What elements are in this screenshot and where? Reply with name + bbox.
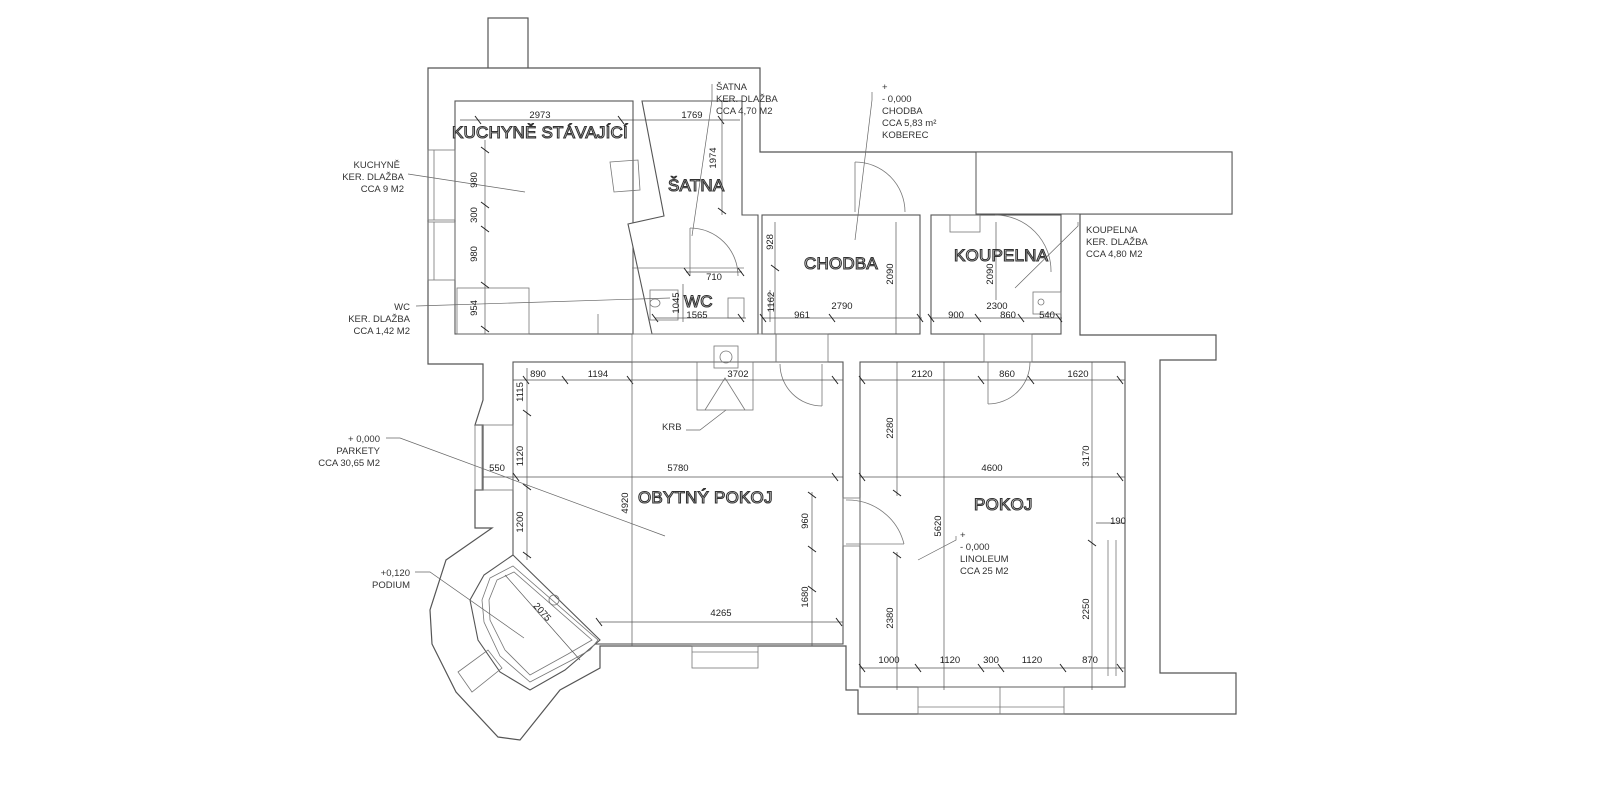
svg-text:KER. DLAŽBA: KER. DLAŽBA <box>1086 237 1148 248</box>
dim-wc-v: 1045 <box>671 292 682 313</box>
svg-text:CCA 9 M2: CCA 9 M2 <box>361 184 404 195</box>
svg-text:PODIUM: PODIUM <box>372 580 410 591</box>
dim-bed-v4: 2250 <box>1081 598 1092 619</box>
svg-text:CCA 4,70 M2: CCA 4,70 M2 <box>716 106 773 117</box>
svg-text:- 0,000: - 0,000 <box>882 94 912 105</box>
dim-bath-b3: 540 <box>1039 310 1055 321</box>
dim-kitchen-v4: 954 <box>469 300 480 316</box>
dim-kitchen-v3: 980 <box>469 246 480 262</box>
svg-text:CHODBA: CHODBA <box>882 106 923 117</box>
dim-bed-t3: 1620 <box>1067 369 1088 380</box>
dimension-labels: 2973 1769 1974 980 300 980 954 710 1045 … <box>469 110 1126 666</box>
dim-wc-top: 710 <box>706 272 722 283</box>
dim-bed-b5: 870 <box>1082 655 1098 666</box>
dim-bed-t1: 2120 <box>911 369 932 380</box>
dim-living-v3: 1200 <box>515 511 526 532</box>
svg-text:KER. DLAŽBA: KER. DLAŽBA <box>716 94 778 105</box>
svg-text:- 0,000: - 0,000 <box>960 542 990 553</box>
dim-living-door: 960 <box>800 513 811 529</box>
dim-wc-side: 1162 <box>766 292 777 312</box>
dim-kitchen-v2: 300 <box>469 207 480 223</box>
dim-bed-height: 5620 <box>933 515 944 536</box>
note-bedroom: + - 0,000 LINOLEUM CCA 25 M2 <box>960 530 1009 577</box>
note-bathroom: KOUPELNA KER. DLAŽBA CCA 4,80 M2 <box>1086 225 1148 260</box>
room-label-living: OBYTNÝ POKOJ <box>638 488 773 507</box>
dim-living-window: 550 <box>489 463 505 474</box>
dim-living-v1: 1115 <box>515 382 526 402</box>
svg-text:LINOLEUM: LINOLEUM <box>960 554 1009 565</box>
dim-hall-v2: 2090 <box>885 263 896 284</box>
dim-bath-b2: 860 <box>1000 310 1016 321</box>
dim-hall-bottom-b: 2790 <box>831 301 852 312</box>
dimension-lines <box>460 100 1125 690</box>
svg-text:KOUPELNA: KOUPELNA <box>1086 225 1138 236</box>
dim-living-t2: 1194 <box>588 369 608 380</box>
svg-text:KER. DLAŽBA: KER. DLAŽBA <box>342 172 404 183</box>
note-fireplace: KRB <box>662 422 682 433</box>
dim-living-v2: 1120 <box>515 446 526 466</box>
svg-text:+ 0,000: + 0,000 <box>348 434 380 445</box>
dim-living-height: 4920 <box>620 492 631 513</box>
dim-living-t3: 3702 <box>727 369 748 380</box>
dim-kitchen-v1: 980 <box>469 172 480 188</box>
note-closet: ŠATNA KER. DLAŽBA CCA 4,70 M2 <box>716 82 778 117</box>
svg-text:CCA 1,42 M2: CCA 1,42 M2 <box>354 326 411 337</box>
room-label-bathroom: KOUPELNA <box>954 246 1049 265</box>
dim-bed-t2: 860 <box>999 369 1015 380</box>
room-label-kitchen: KUCHYNĚ STÁVAJÍCÍ <box>452 123 628 142</box>
dim-bed-v3: 2380 <box>885 607 896 628</box>
dim-bed-side: 190 <box>1110 516 1126 527</box>
dim-bath-b1: 900 <box>948 310 964 321</box>
svg-text:ŠATNA: ŠATNA <box>716 82 748 93</box>
svg-text:CCA 5,83 m²: CCA 5,83 m² <box>882 118 936 129</box>
dim-bed-b3: 300 <box>983 655 999 666</box>
svg-text:+0,120: +0,120 <box>381 568 410 579</box>
svg-text:KER. DLAŽBA: KER. DLAŽBA <box>348 314 410 325</box>
dim-wc-bottom: 1565 <box>686 310 707 321</box>
dim-living-v4: 1680 <box>800 586 811 607</box>
room-labels: KUCHYNĚ STÁVAJÍCÍ ŠATNA WC CHODBA KOUPEL… <box>451 122 1049 514</box>
svg-text:+: + <box>882 82 888 93</box>
dim-bed-b4: 1120 <box>1022 655 1042 666</box>
note-podium: +0,120 PODIUM <box>372 568 410 591</box>
room-label-closet: ŠATNA <box>668 176 725 195</box>
note-kitchen: KUCHYNĚ KER. DLAŽBA CCA 9 M2 <box>342 160 404 195</box>
svg-text:CCA 30,65 M2: CCA 30,65 M2 <box>318 458 380 469</box>
dim-hall-v1: 928 <box>765 234 776 250</box>
dim-kitchen-top: 2973 <box>529 110 550 121</box>
svg-text:KOBEREC: KOBEREC <box>882 130 929 141</box>
leader-lines <box>386 84 1079 639</box>
dim-closet-height: 1974 <box>708 147 719 168</box>
room-label-hallway: CHODBA <box>804 254 878 273</box>
dim-living-t1: 890 <box>530 369 546 380</box>
dim-bed-b2: 1120 <box>940 655 960 666</box>
svg-text:CCA 4,80 M2: CCA 4,80 M2 <box>1086 249 1143 260</box>
note-hallway: + - 0,000 CHODBA CCA 5,83 m² KOBEREC <box>882 82 936 141</box>
interior-details <box>427 149 1117 715</box>
annotations: KUCHYNĚ KER. DLAŽBA CCA 9 M2 WC KER. DLA… <box>318 82 1148 591</box>
note-wc: WC KER. DLAŽBA CCA 1,42 M2 <box>348 302 410 337</box>
note-living: + 0,000 PARKETY CCA 30,65 M2 <box>318 434 380 469</box>
svg-text:CCA 25 M2: CCA 25 M2 <box>960 566 1009 577</box>
dim-bed-v1: 2280 <box>885 417 896 438</box>
walls <box>427 17 1237 741</box>
dim-bed-width: 4600 <box>981 463 1002 474</box>
dim-bath-top: 2300 <box>986 301 1007 312</box>
dim-closet-top: 1769 <box>681 110 702 121</box>
svg-text:+: + <box>960 530 966 541</box>
svg-text:PARKETY: PARKETY <box>336 446 380 457</box>
room-label-wc: WC <box>684 292 713 311</box>
dim-hall-bottom-a: 961 <box>794 310 810 321</box>
dim-bed-v2: 3170 <box>1081 445 1092 466</box>
dim-living-bottom: 4265 <box>710 608 731 619</box>
dim-living-width: 5780 <box>667 463 688 474</box>
svg-text:WC: WC <box>394 302 410 313</box>
dim-bed-b1: 1000 <box>878 655 899 666</box>
dim-bath-v: 2090 <box>985 263 996 284</box>
svg-text:KUCHYNĚ: KUCHYNĚ <box>354 160 400 171</box>
room-label-bedroom: POKOJ <box>974 495 1033 514</box>
